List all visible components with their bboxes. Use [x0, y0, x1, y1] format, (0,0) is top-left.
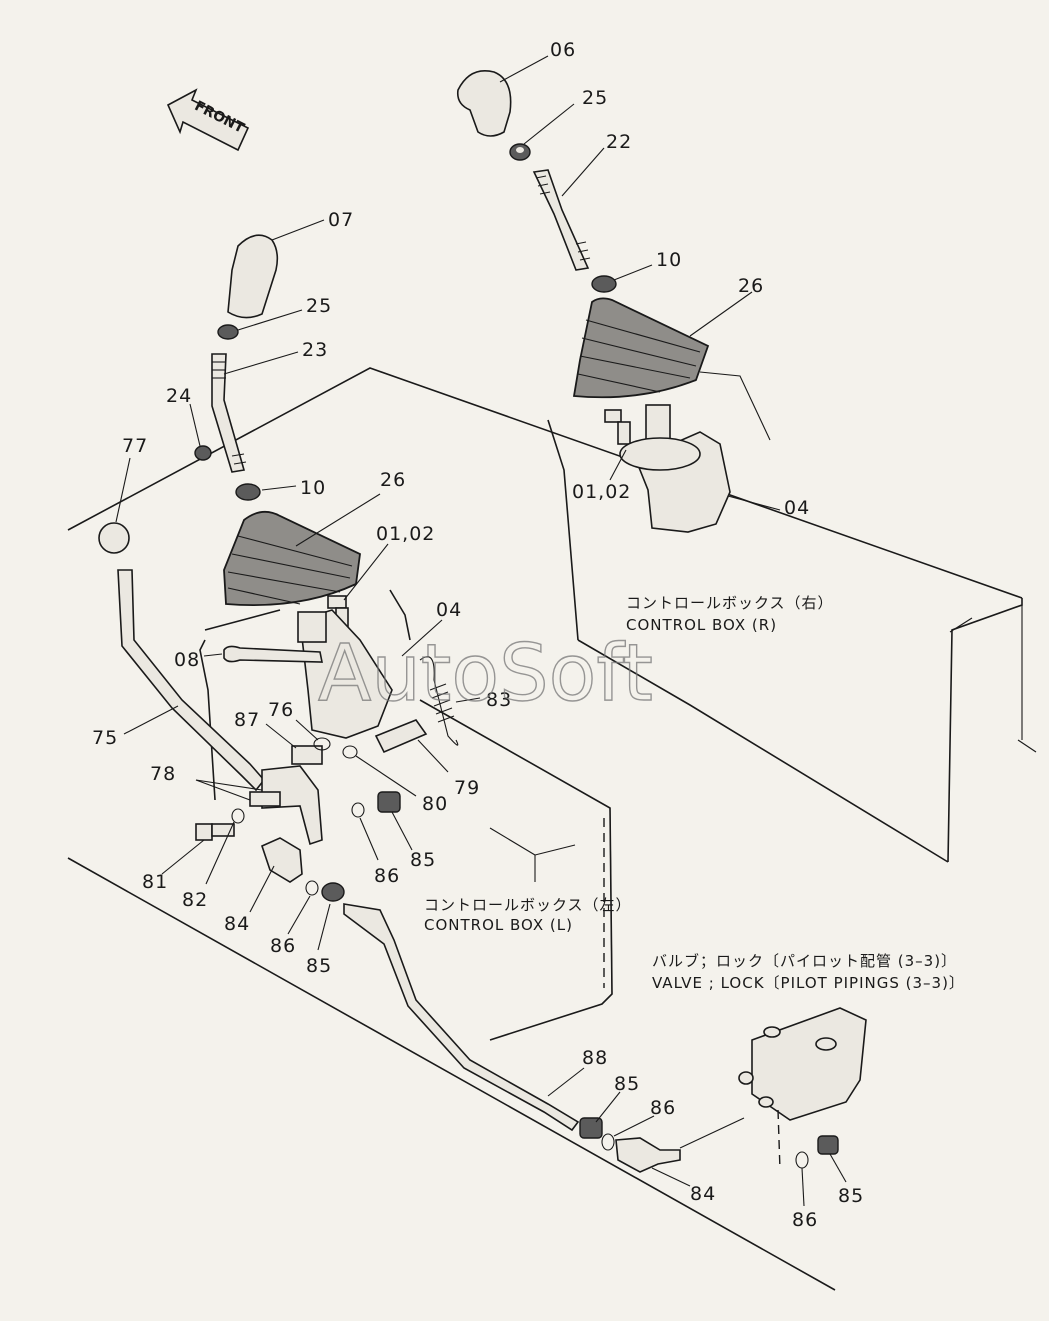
- bracket-78: [261, 765, 323, 846]
- leader-lines: [115, 55, 847, 1207]
- label-76: 76: [268, 699, 294, 721]
- label-26: 26: [380, 469, 406, 491]
- label-25: 25: [306, 295, 332, 317]
- spring-83: [419, 656, 459, 746]
- label-01-02: 01,02: [376, 523, 435, 545]
- label-84: 84: [690, 1183, 716, 1205]
- clip-76: [313, 737, 331, 751]
- part-number-labels: 06 25 22 10 26 01,02 04 07 25 23 24 77 1…: [92, 39, 864, 1231]
- label-04: 04: [436, 599, 462, 621]
- label-23: 23: [302, 339, 328, 361]
- label-85: 85: [838, 1185, 864, 1207]
- pin-87: [291, 745, 323, 765]
- label-85: 85: [614, 1073, 640, 1095]
- label-78: 78: [150, 763, 176, 785]
- pipe-88: [343, 903, 580, 1132]
- control-box-left-en: CONTROL BOX (L): [424, 916, 573, 934]
- left-lever-assembly: [98, 234, 580, 1132]
- label-83: 83: [486, 689, 512, 711]
- label-85: 85: [306, 955, 332, 977]
- label-22: 22: [606, 131, 632, 153]
- label-86: 86: [650, 1097, 676, 1119]
- right-lever-assembly: [456, 70, 731, 533]
- watermark: AutoSoft: [318, 629, 653, 719]
- label-26: 26: [738, 275, 764, 297]
- pin-79: [374, 719, 428, 754]
- washer-86b: [305, 880, 319, 896]
- label-04: 04: [784, 497, 810, 519]
- nut-85d: [817, 1135, 839, 1155]
- boot-26r: [572, 297, 710, 399]
- control-box-left-jp: コントロールボックス（左）: [424, 896, 632, 914]
- label-10: 10: [656, 249, 682, 271]
- control-box-right-jp: コントロールボックス（右）: [626, 594, 834, 612]
- front-arrow: FRONT: [166, 88, 250, 152]
- bolt-81: [195, 823, 213, 841]
- label-84: 84: [224, 913, 250, 935]
- label-82: 82: [182, 889, 208, 911]
- knob-06: [456, 70, 512, 137]
- label-80: 80: [422, 793, 448, 815]
- label-87: 87: [234, 709, 260, 731]
- label-79: 79: [454, 777, 480, 799]
- nut-25l: [217, 324, 239, 340]
- label-85: 85: [410, 849, 436, 871]
- control-box-outlines: [67, 367, 1037, 1291]
- lever-08: [223, 645, 323, 663]
- label-07: 07: [328, 209, 354, 231]
- nut-85c: [579, 1117, 603, 1139]
- captions: コントロールボックス（右） CONTROL BOX (R) コントロールボックス…: [424, 594, 965, 992]
- bush-24: [194, 445, 212, 461]
- label-06: 06: [550, 39, 576, 61]
- nut-10r: [591, 275, 617, 293]
- nut-10l: [235, 483, 261, 501]
- washer-86c: [601, 1133, 615, 1151]
- washer-80: [342, 745, 358, 759]
- label-86: 86: [270, 935, 296, 957]
- knob-07: [227, 234, 279, 319]
- rod-23: [211, 353, 246, 473]
- washer-82: [231, 808, 245, 824]
- valve-lock-note-jp: バルブ；ロック〔パイロット配管 (3–3)〕: [652, 952, 957, 970]
- label-08: 08: [174, 649, 200, 671]
- nut-85a: [377, 791, 401, 813]
- label-86: 86: [792, 1209, 818, 1231]
- lock-valve: [579, 1007, 867, 1173]
- label-01-02: 01,02: [572, 481, 631, 503]
- control-box-right-en: CONTROL BOX (R): [626, 616, 777, 634]
- boot-26l: [223, 510, 361, 607]
- washer-86d: [795, 1151, 809, 1169]
- label-81: 81: [142, 871, 168, 893]
- elbow-84b: [615, 1137, 681, 1173]
- label-86: 86: [374, 865, 400, 887]
- valve-lock: [751, 1007, 867, 1121]
- valve-lock-note-en: VALVE ; LOCK〔PILOT PIPINGS (3–3)〕: [652, 974, 965, 992]
- elbow-84a: [261, 837, 303, 883]
- label-77: 77: [122, 435, 148, 457]
- label-75: 75: [92, 727, 118, 749]
- washer-86a: [351, 802, 365, 818]
- label-10: 10: [300, 477, 326, 499]
- rod-22: [532, 169, 590, 271]
- nut-85b: [321, 882, 345, 902]
- label-88: 88: [582, 1047, 608, 1069]
- ball-77: [98, 522, 130, 554]
- label-25: 25: [582, 87, 608, 109]
- label-24: 24: [166, 385, 192, 407]
